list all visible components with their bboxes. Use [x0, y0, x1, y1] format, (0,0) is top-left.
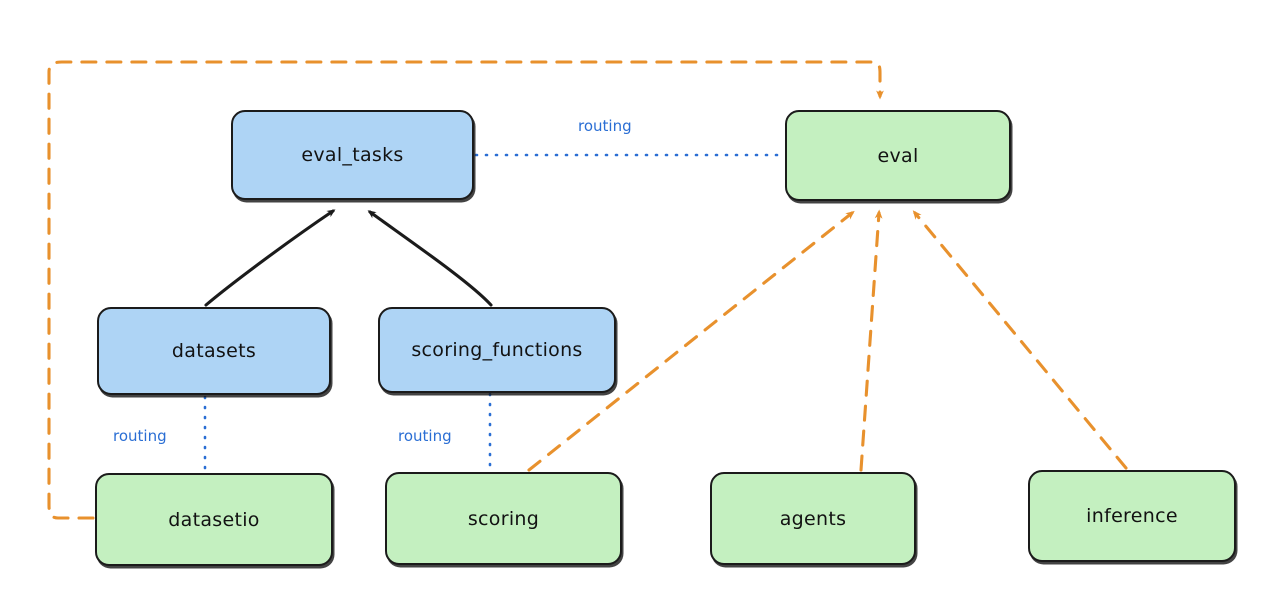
node-eval[interactable]: eval: [785, 110, 1011, 201]
edge-scoring_functions-to-eval_tasks: [367, 210, 493, 307]
node-scoring[interactable]: scoring: [385, 472, 622, 565]
node-label: datasetio: [168, 508, 260, 531]
node-datasetio[interactable]: datasetio: [95, 473, 333, 566]
node-label: inference: [1086, 505, 1178, 527]
node-label: scoring: [467, 507, 540, 530]
node-datasets[interactable]: datasets: [97, 307, 331, 395]
node-label: datasets: [171, 340, 257, 362]
node-scoring-functions[interactable]: scoring_functions: [378, 307, 616, 393]
node-label: scoring_functions: [411, 339, 583, 361]
edge-label-routing-datasets-datasetio: routing: [113, 427, 167, 445]
edge-label-routing-eval-tasks-eval: routing: [578, 117, 632, 135]
node-agents[interactable]: agents: [710, 472, 916, 565]
edge-label-routing-scoring-functions-scoring: routing: [398, 427, 452, 445]
node-label: eval: [877, 144, 919, 167]
edge-scoring-to-eval: [527, 210, 855, 472]
node-label: eval_tasks: [301, 144, 404, 166]
edge-agents-to-eval: [859, 209, 883, 472]
node-label: agents: [779, 507, 847, 530]
node-eval-tasks[interactable]: eval_tasks: [231, 110, 474, 200]
edge-inference-to-eval: [912, 210, 1128, 470]
node-inference[interactable]: inference: [1028, 470, 1236, 562]
edge-datasets-to-eval_tasks: [204, 209, 336, 307]
